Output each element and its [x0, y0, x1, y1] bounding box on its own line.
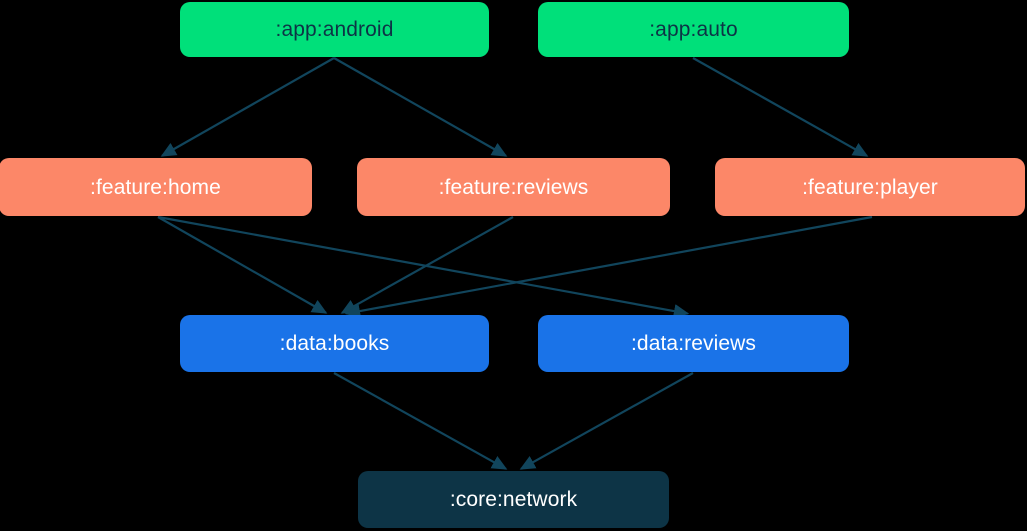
- node-label: :feature:player: [802, 175, 938, 199]
- node-feature-reviews[interactable]: :feature:reviews: [357, 158, 670, 216]
- node-app-android[interactable]: :app:android: [180, 2, 489, 57]
- graph-edge: [333, 57, 508, 157]
- node-feature-home[interactable]: :feature:home: [0, 158, 312, 216]
- node-label: :feature:reviews: [438, 175, 589, 199]
- node-core-network[interactable]: :core:network: [358, 471, 669, 528]
- node-label: :app:auto: [649, 18, 738, 41]
- graph-edge: [157, 216, 328, 314]
- node-label: :core:network: [449, 488, 578, 511]
- node-label: :app:android: [275, 18, 394, 41]
- node-label: :feature:home: [90, 175, 221, 199]
- graph-edge: [333, 372, 508, 470]
- graph-edge: [157, 215, 690, 319]
- graph-edge: [692, 57, 869, 157]
- node-feature-player[interactable]: :feature:player: [715, 158, 1025, 216]
- node-data-reviews[interactable]: :data:reviews: [538, 315, 849, 372]
- graph-edge: [344, 215, 873, 319]
- node-app-auto[interactable]: :app:auto: [538, 2, 849, 57]
- node-data-books[interactable]: :data:books: [180, 315, 489, 372]
- graph-edge: [340, 216, 514, 314]
- graph-edge: [519, 372, 694, 470]
- graph-edge: [160, 57, 335, 157]
- node-label: :data:reviews: [630, 332, 757, 355]
- graph-edges: [157, 57, 873, 470]
- node-label: :data:books: [279, 332, 390, 355]
